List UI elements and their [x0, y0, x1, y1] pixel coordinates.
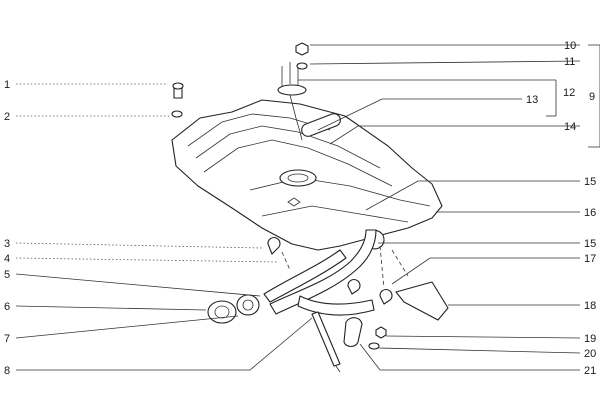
callout-21: 21: [584, 365, 596, 377]
fuel-sender-unit: [277, 62, 341, 141]
callout-13: 13: [526, 94, 538, 106]
callout-18: 18: [584, 300, 596, 312]
callout-11: 11: [564, 56, 575, 68]
assembly-guide-lines: [281, 245, 409, 289]
callout-3: 3: [4, 238, 10, 250]
tank-strap: [311, 311, 341, 373]
callout-4: 4: [4, 253, 10, 265]
callout-1: 1: [4, 79, 10, 91]
callout-17: 17: [584, 253, 596, 265]
vent-tube: [395, 281, 449, 321]
leader-lines: [15, 44, 600, 371]
callout-12: 12: [563, 87, 575, 99]
fuel-tank: [171, 99, 443, 251]
callout-5: 5: [4, 269, 10, 281]
callout-6: 6: [4, 301, 10, 313]
callout-14: 14: [564, 121, 576, 133]
callout-10: 10: [564, 40, 576, 52]
filler-hose: [263, 229, 377, 316]
filler-cap: [207, 300, 237, 324]
filler-seal-ring: [236, 294, 260, 316]
callout-19: 19: [584, 333, 596, 345]
callout-15-upper: 15: [584, 176, 596, 188]
callout-7: 7: [4, 333, 10, 345]
callout-15-lower: 15: [584, 238, 596, 250]
nut-and-washer-parts: [171, 42, 387, 350]
callout-2: 2: [4, 111, 10, 123]
callout-20: 20: [584, 348, 596, 360]
callout-16: 16: [584, 207, 596, 219]
callout-9: 9: [589, 91, 595, 103]
callout-8: 8: [4, 365, 10, 377]
hose-clamps: [267, 237, 393, 348]
